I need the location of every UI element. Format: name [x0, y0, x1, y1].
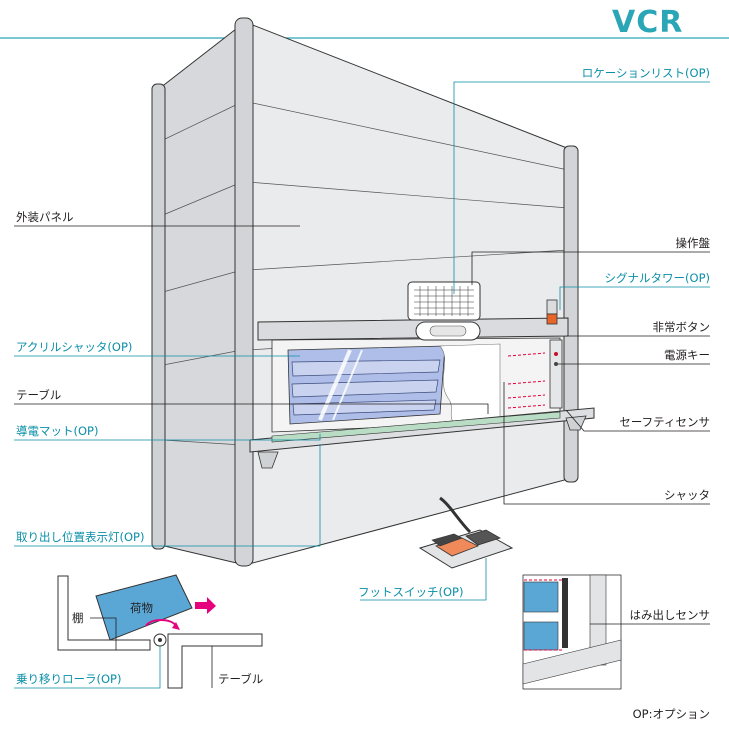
cargo-box [95, 574, 193, 641]
control-panel [407, 281, 481, 321]
label-op-note: OP:オプション [633, 707, 710, 721]
label-shelf: 棚 [72, 611, 84, 625]
roller-detail [57, 574, 263, 689]
acrylic-shutter-window [287, 345, 446, 425]
label-outer-panel: 外装パネル [16, 210, 74, 224]
top-rail [257, 317, 569, 341]
pillar-left-back [151, 83, 166, 550]
leader-lines [14, 81, 710, 689]
label-overhang-sensor: はみ出しセンサ [630, 608, 711, 622]
label-pickup-light: 取り出し位置表示灯(OP) [16, 530, 144, 544]
safety-beams [507, 352, 546, 409]
label-acrylic-shutter: アクリルシャッタ(OP) [16, 340, 132, 354]
logo: VCR [612, 5, 683, 40]
label-control-panel: 操作盤 [676, 236, 711, 250]
labels: ロケーションリスト(OP) 外装パネル 操作盤 シグナルタワー(OP) 非常ボタ… [16, 66, 710, 721]
emergency-button-dot [554, 352, 558, 356]
cabinet-side-face [159, 20, 246, 566]
cabinet [151, 17, 595, 567]
side-control-strip [549, 339, 563, 409]
signal-tower [546, 299, 558, 325]
header: VCR [0, 5, 729, 40]
label-signal-tower: シグナルタワー(OP) [605, 271, 710, 285]
label-emergency-button: 非常ボタン [653, 320, 711, 334]
label-cargo: 荷物 [130, 601, 153, 615]
move-arrow [195, 597, 216, 614]
power-key-dot [554, 362, 558, 366]
label-power-key: 電源キー [664, 348, 710, 362]
label-safety-sensor: セーフティセンサ [619, 415, 710, 429]
side-seams [162, 101, 243, 446]
sensor-detail [522, 574, 622, 690]
pillar-right [563, 145, 579, 483]
pillar-left-front [234, 17, 254, 567]
label-conductive-mat: 導電マット(OP) [16, 424, 98, 438]
label-shutter: シャッタ [664, 488, 710, 502]
label-location-list: ロケーションリスト(OP) [582, 66, 710, 80]
label-foot-switch: フットスイッチ(OP) [358, 585, 463, 599]
table [249, 407, 595, 469]
foot-switch [418, 496, 514, 569]
label-transfer-roller: 乗り移りローラ(OP) [16, 672, 121, 686]
label-table: テーブル [16, 388, 61, 402]
label-table-detail: テーブル [218, 672, 263, 686]
